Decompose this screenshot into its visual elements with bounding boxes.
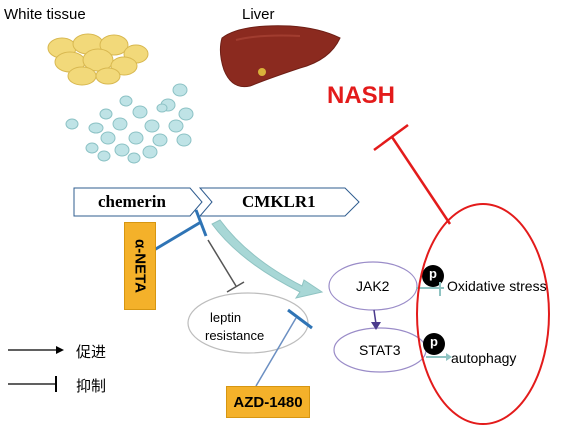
chemerin-box (73, 187, 203, 217)
white-tissue-image (47, 33, 149, 86)
legend-promote-arrow (8, 346, 64, 354)
azd-1480-label: AZD-1480 (233, 393, 303, 411)
stat3-label: STAT3 (359, 342, 401, 358)
jak2-node (328, 261, 418, 311)
cmklr1-leptin-inhibition (207, 239, 237, 287)
chemerin-label: chemerin (98, 192, 166, 211)
legend-inhibit-label: 抑制 (76, 377, 107, 395)
alpha-neta-inhibition (153, 220, 202, 252)
phospho-stat3-label: p (430, 334, 438, 349)
cmklr1-label: CMKLR1 (242, 192, 316, 211)
teal-arrow (211, 219, 324, 299)
nash-label: NASH (327, 82, 396, 109)
alpha-neta-box: α-NETA (124, 222, 156, 310)
red-ellipse (416, 203, 550, 425)
azd-inhibition (255, 317, 297, 387)
nash-inhibition (390, 136, 452, 225)
autophagy-label: autophagy (451, 350, 517, 366)
liver-label: Liver (242, 6, 275, 23)
legend-inhibit-symbol (8, 376, 57, 392)
small-cells-image (65, 83, 194, 164)
liver-image (219, 25, 341, 88)
legend-promote-label: 促进 (76, 343, 107, 361)
oxidative-stress-label: Oxidative stress (447, 278, 547, 294)
leptin-label-line2: resistance (205, 328, 265, 343)
phospho-jak2 (422, 265, 444, 287)
phospho-stat3 (423, 333, 445, 355)
jak2-to-stat3-arrow (373, 309, 377, 325)
jak2-label: JAK2 (356, 278, 390, 294)
leptin-resistance-node (187, 292, 309, 354)
azd-1480-box: AZD-1480 (226, 386, 310, 418)
alpha-neta-label: α-NETA (131, 239, 149, 293)
white-tissue-label: White tissue (4, 6, 86, 23)
leptin-label-line1: leptin (210, 310, 242, 325)
cmklr1-box (198, 187, 360, 217)
phospho-jak2-label: p (429, 266, 437, 281)
